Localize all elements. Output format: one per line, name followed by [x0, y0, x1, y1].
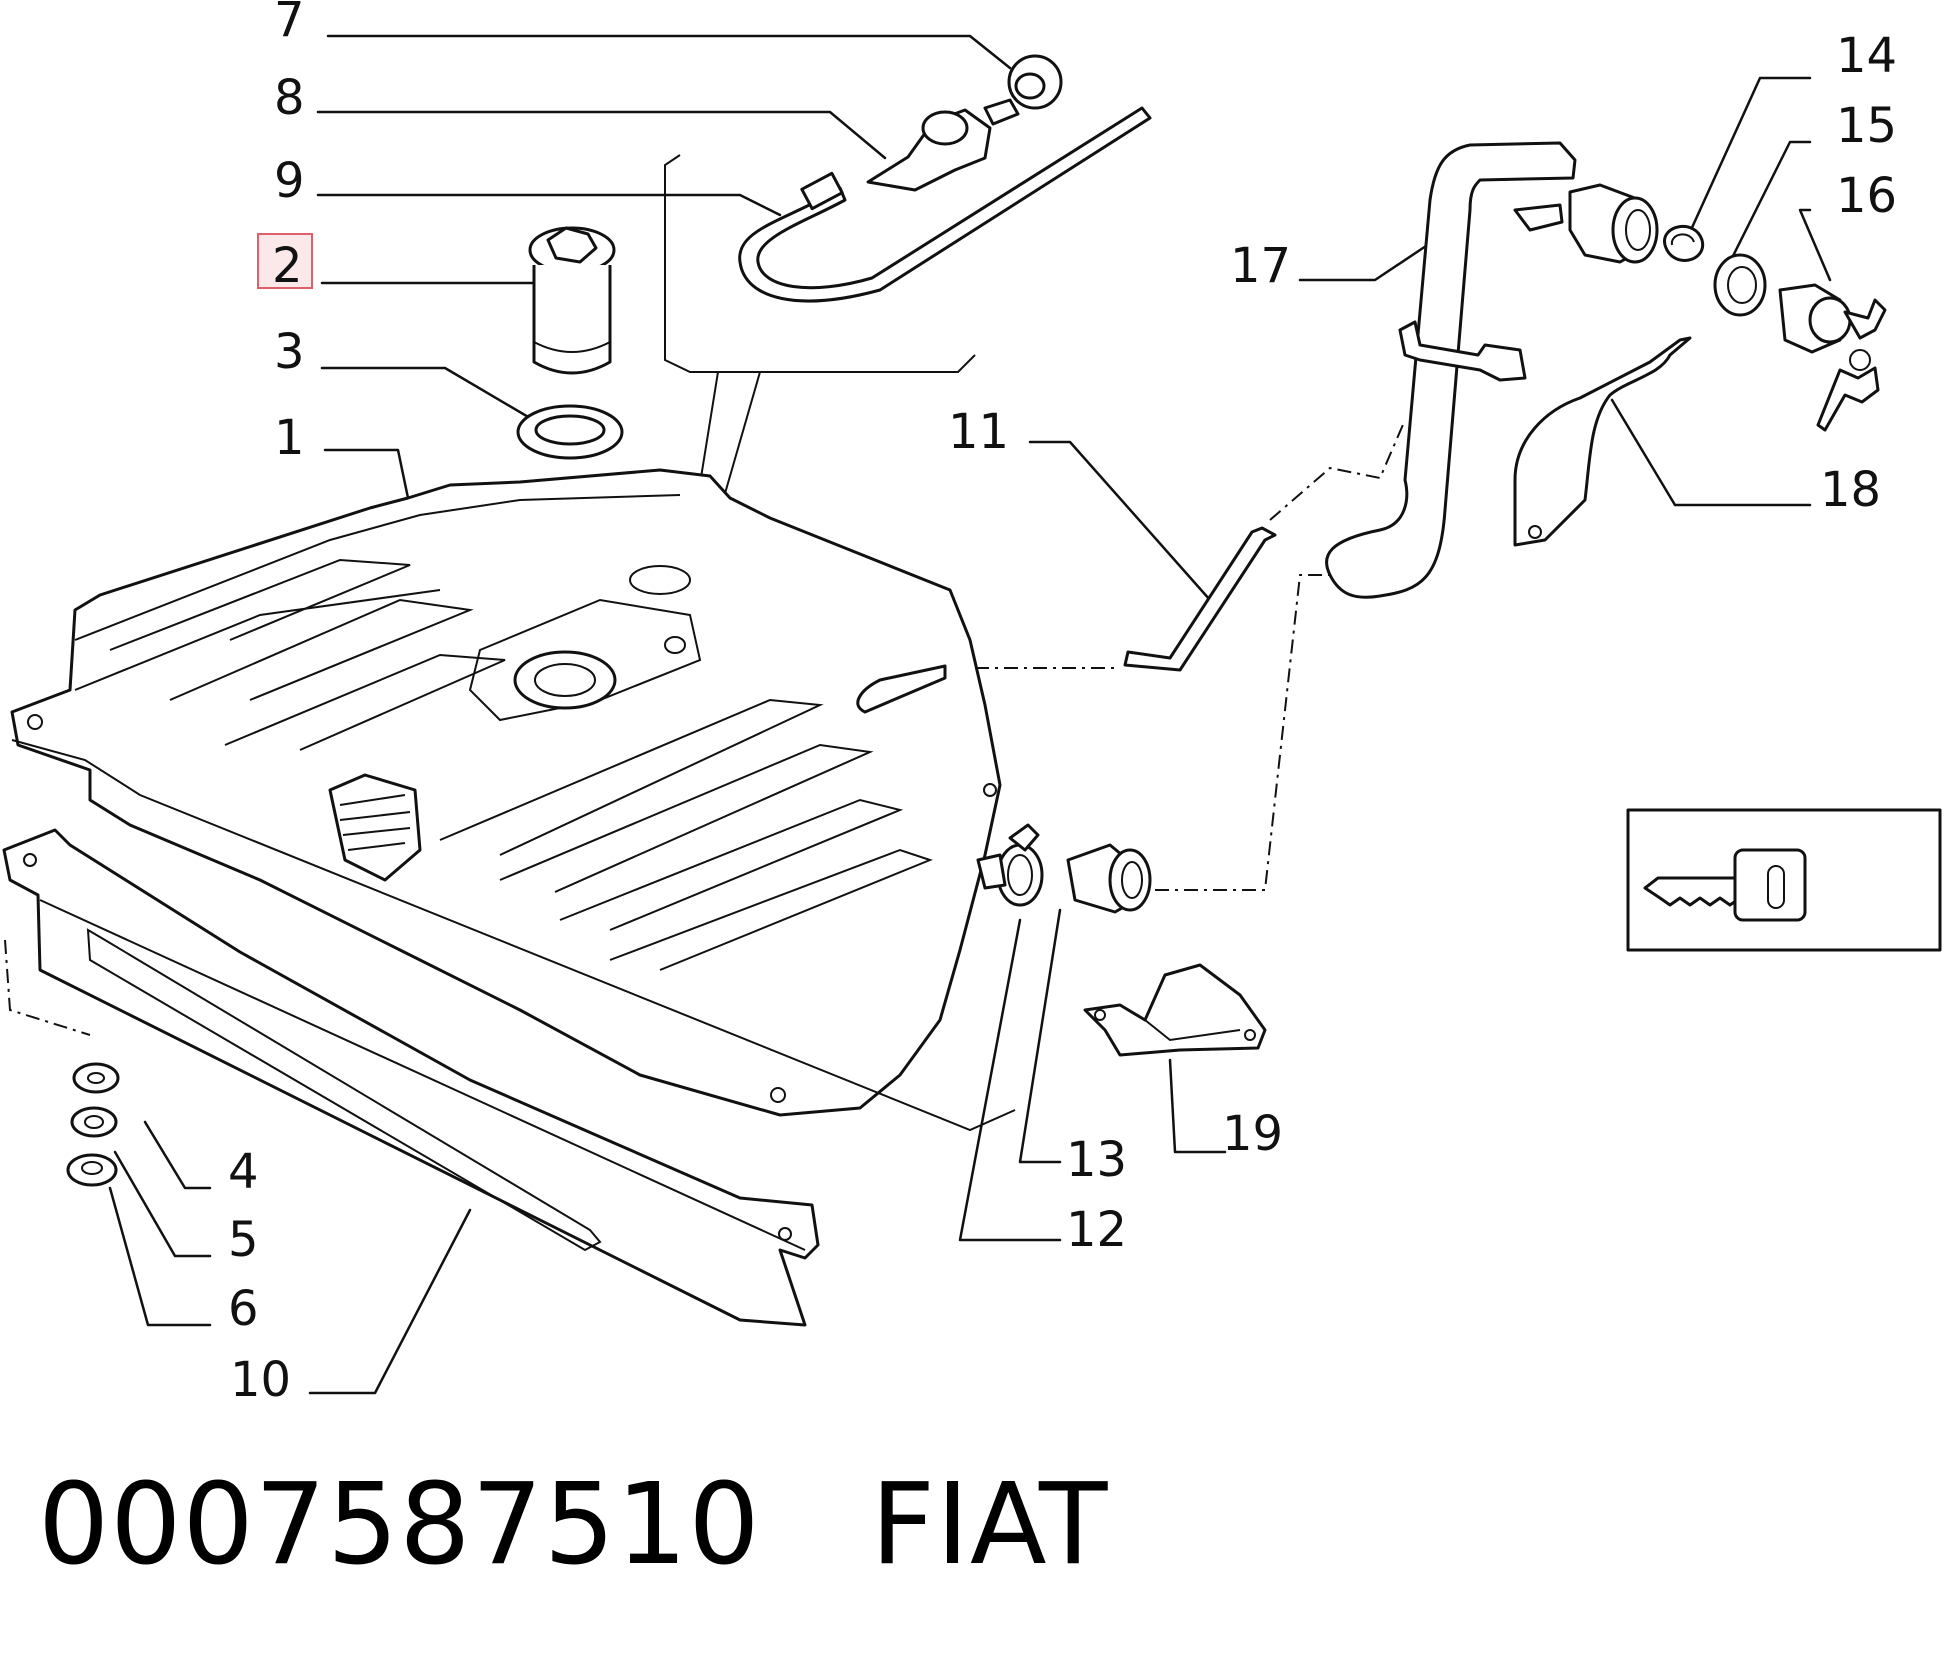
part-12-clamp — [976, 823, 1044, 907]
callout-4: 4 — [228, 1144, 259, 1200]
part-20-key-inset — [1626, 808, 1942, 952]
callout-7: 7 — [274, 0, 305, 48]
part-3-seal-ring — [516, 404, 624, 460]
part-13-connector — [1066, 843, 1152, 914]
part-19-cover — [1083, 963, 1267, 1057]
callout-19: 19 — [1222, 1106, 1283, 1162]
callout-16: 16 — [1836, 168, 1897, 224]
callout-8: 8 — [274, 70, 305, 126]
part-15-clip — [1663, 224, 1705, 262]
callout-12: 12 — [1066, 1202, 1127, 1258]
callout-18: 18 — [1820, 462, 1881, 518]
part-6-nut — [66, 1153, 118, 1187]
part-5-spring-washer — [70, 1106, 118, 1138]
part-4-washer — [72, 1062, 120, 1094]
part-7-grommet — [1007, 54, 1063, 110]
callout-10: 10 — [230, 1352, 291, 1408]
guide-bracket — [664, 154, 976, 373]
callout-2: 2 — [272, 238, 303, 294]
part-1-fuel-tank — [10, 468, 1016, 1132]
callout-6: 6 — [228, 1281, 259, 1337]
part-17-filler-neck — [1325, 141, 1577, 599]
highlight-box-ref-2 — [257, 233, 313, 289]
part-9-hose — [738, 106, 1152, 303]
footer-caption: 0007587510 FIAT — [38, 1460, 1108, 1590]
callout-1: 1 — [274, 410, 305, 466]
callout-14: 14 — [1836, 28, 1897, 84]
callout-3: 3 — [274, 324, 305, 380]
callout-11: 11 — [948, 404, 1009, 460]
callout-labels: 7 8 9 2 3 1 11 17 14 15 16 18 20 4 5 6 1… — [228, 0, 1927, 1408]
callout-5: 5 — [228, 1212, 259, 1268]
part-11-vent-pipe — [1123, 526, 1277, 672]
part-14-filler-cap-body — [1568, 183, 1659, 264]
part-number: 0007587510 — [38, 1460, 761, 1590]
part-8-valve — [866, 98, 1020, 192]
part-10-cradle — [2, 828, 820, 1327]
callout-13: 13 — [1066, 1132, 1127, 1188]
part-16-locking-cap — [1713, 253, 1887, 432]
callout-17: 17 — [1230, 238, 1291, 294]
part-18-bracket — [1513, 336, 1692, 547]
leader-lines — [108, 34, 1852, 1395]
part-2-fuel-sender — [528, 226, 616, 375]
callout-15: 15 — [1836, 98, 1897, 154]
callout-9: 9 — [274, 153, 305, 209]
brand-name: FIAT — [870, 1460, 1109, 1590]
